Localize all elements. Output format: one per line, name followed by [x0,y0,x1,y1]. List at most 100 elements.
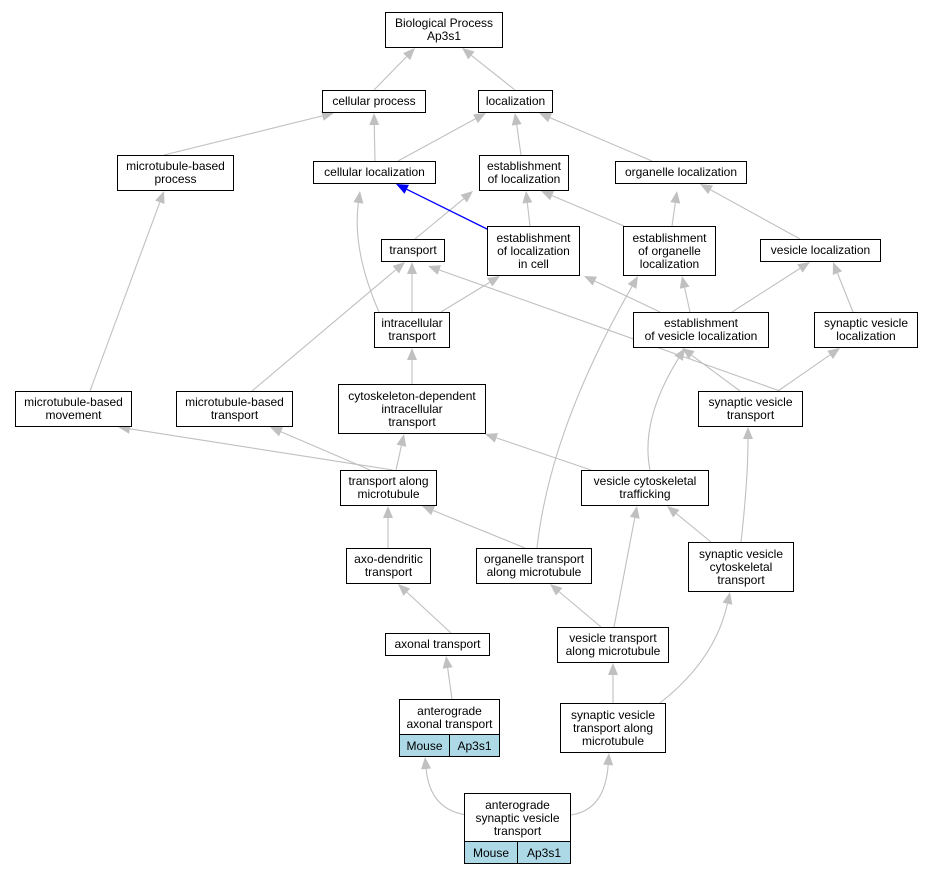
arrowhead [608,663,618,675]
edge [684,287,691,313]
gene-cell: Ap3s1 [449,735,499,756]
edge [406,591,452,634]
node-microtubule-based-movement[interactable]: microtubule-based movement [15,391,132,427]
node-establishment-of-organelle-localization[interactable]: establishment of organelle localization [623,226,716,276]
arrowhead [550,584,563,596]
arrowhead [421,757,432,770]
node-establishment-of-vesicle-localization[interactable]: establishment of vesicle localization [633,312,769,348]
arrowhead [603,753,614,766]
edge [526,202,531,227]
node-cytoskeleton-dependent-intracellular-transport[interactable]: cytoskeleton-dependent intracellular tra… [338,384,486,434]
node-synaptic-vesicle-transport[interactable]: synaptic vesicle transport [698,391,803,427]
edge [647,357,680,471]
arrowhead [403,48,415,61]
arrowhead [584,276,597,286]
edge [425,768,468,816]
edge [570,764,609,816]
arrowhead [369,113,380,126]
node-axo-dendritic-transport[interactable]: axo-dendritic transport [346,548,431,584]
highlight-edge [406,188,490,231]
edge [731,268,801,313]
species-cell: Mouse [400,735,449,756]
edge [710,189,801,240]
edge [251,269,397,392]
node-microtubule-based-process[interactable]: microtubule-based process [117,155,234,191]
arrowhead [539,113,552,123]
edge [659,603,728,704]
arrowhead [396,184,409,194]
arrowhead [674,348,685,361]
node-microtubule-based-transport[interactable]: microtubule-based transport [176,391,293,427]
node-cellular-localization[interactable]: cellular localization [313,161,436,184]
edge [163,115,323,156]
arrowhead [682,348,695,360]
node-organelle-transport-along-microtubule[interactable]: organelle transport along microtubule [476,548,592,584]
edge [439,269,781,392]
edge [432,510,526,549]
arrowhead [485,433,498,443]
arrowhead [422,505,435,516]
edge [740,438,749,543]
node-localization[interactable]: localization [478,90,553,113]
arrowhead [383,506,393,518]
edge [496,437,592,471]
edge [129,428,394,471]
arrowhead [797,262,810,273]
arrowhead [428,265,441,275]
node-vesicle-cytoskeletal-trafficking[interactable]: vesicle cytoskeletal trafficking [581,470,709,506]
node-intracellular-transport[interactable]: intracellular transport [374,312,450,348]
arrowhead [827,348,840,359]
node-axonal-transport[interactable]: axonal transport [385,633,490,656]
arrowhead [460,191,473,203]
edge [440,281,491,313]
edge [516,124,522,156]
arrowhead [743,427,753,439]
edge [549,117,653,162]
arrowhead [392,262,405,274]
arrowhead [442,656,453,669]
arrowhead [398,584,411,596]
node-vesicle-localization[interactable]: vesicle localization [760,239,881,262]
edge [373,124,376,162]
node-anterograde-axonal-transport[interactable]: anterograde axonal transport Mouse Ap3s1 [399,699,500,757]
node-label: anterograde axonal transport [406,703,493,731]
node-cellular-process[interactable]: cellular process [322,90,426,113]
edge [471,55,516,91]
arrowhead [321,111,334,121]
arrowhead [353,191,364,204]
arrowhead [407,262,417,274]
arrowhead [679,276,690,289]
edge [691,354,741,392]
arrowhead [832,262,843,275]
edge [356,202,380,313]
node-anterograde-synaptic-vesicle-transport[interactable]: anterograde synaptic vesicle transport M… [464,793,571,864]
arrowhead [670,191,681,204]
node-bp-root[interactable]: Biological Process Ap3s1 [385,12,503,48]
edge [594,280,661,313]
edge [414,198,465,240]
edge [777,354,831,392]
arrowhead [667,506,680,518]
node-establishment-of-localization-in-cell[interactable]: establishment of localization in cell [487,226,580,276]
edge [836,272,854,313]
edge [373,56,408,91]
node-synaptic-vesicle-cytoskeletal-transport[interactable]: synaptic vesicle cytoskeletal transport [688,542,794,592]
node-organelle-localization[interactable]: organelle localization [615,161,747,184]
node-synaptic-vesicle-localization[interactable]: synaptic vesicle localization [814,312,918,348]
arrowhead [522,191,533,204]
node-transport[interactable]: transport [381,239,445,262]
edge [613,517,636,628]
arrowhead [487,276,500,287]
arrowhead [541,191,554,201]
node-vesicle-transport-along-microtubule[interactable]: vesicle transport along microtubule [557,627,669,663]
arrowhead [462,48,475,60]
edge [671,202,676,227]
edge [558,591,602,628]
arrowhead [722,592,733,605]
node-transport-along-microtubule[interactable]: transport along microtubule [340,470,437,506]
node-synaptic-vesicle-transport-along-microtubule[interactable]: synaptic vesicle transport along microtu… [560,703,666,753]
node-establishment-of-localization[interactable]: establishment of localization [479,155,569,191]
arrowhead [627,276,638,289]
